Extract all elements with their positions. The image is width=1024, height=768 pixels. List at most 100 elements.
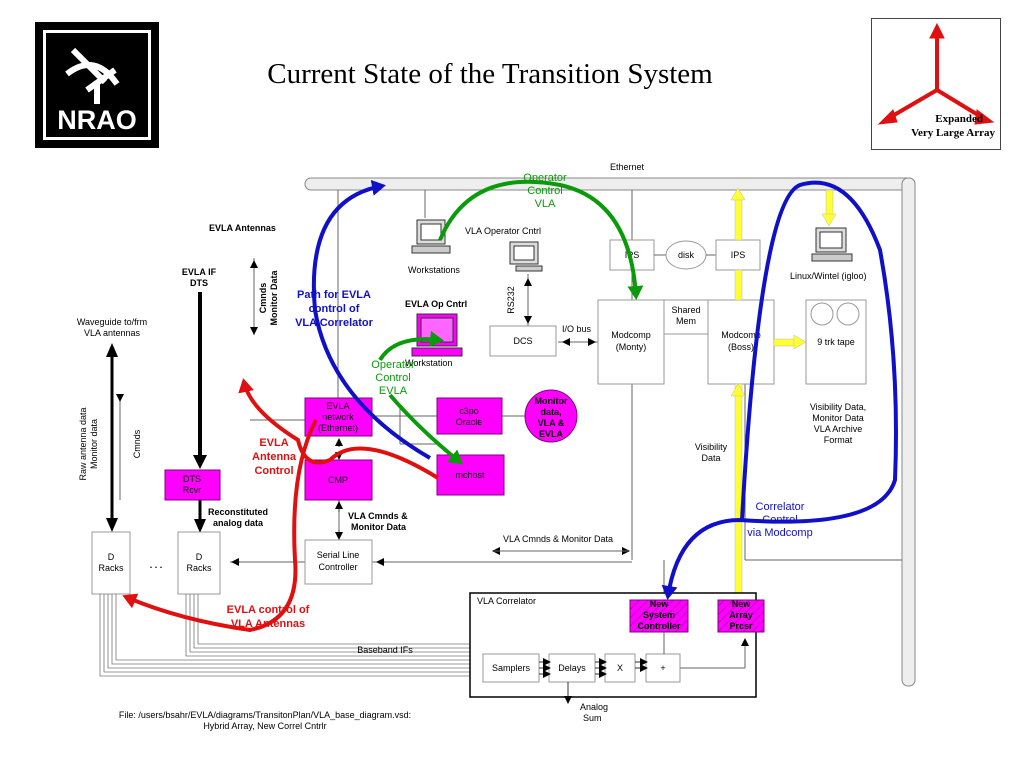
dts-rcvr-label-1: DTS bbox=[183, 474, 201, 484]
new-system-controller-label-2: System bbox=[643, 610, 675, 620]
analog-sum-label-2: Sum bbox=[583, 713, 602, 723]
vla-correlator-label: VLA Correlator bbox=[477, 596, 536, 606]
nrao-logo: NRAO bbox=[35, 22, 159, 148]
footer-line-2: Hybrid Array, New Correl Cntrlr bbox=[203, 721, 327, 731]
connection-lines bbox=[119, 190, 902, 600]
evla-antenna-control-label-3: Control bbox=[254, 465, 293, 477]
workstations-icon bbox=[411, 219, 451, 254]
visibility-data-label-2: Data bbox=[701, 453, 720, 463]
x-box bbox=[604, 653, 636, 683]
reconstituted-label-1: Reconstituted bbox=[208, 507, 268, 517]
shared-mem-box bbox=[663, 299, 709, 335]
dts-rcvr-box bbox=[164, 469, 221, 501]
d-racks-2-label-2: Racks bbox=[186, 563, 212, 573]
dots-label: . . . bbox=[150, 560, 163, 570]
path-evla-label-2: control of bbox=[309, 303, 360, 315]
new-system-controller-label-3: Controller bbox=[637, 621, 680, 631]
evla-if-dts-label-1: EVLA IF bbox=[182, 267, 217, 277]
shared-mem-label-1: Shared bbox=[671, 305, 700, 315]
d-racks-1-label-2: Racks bbox=[98, 563, 124, 573]
new-array-prcsr-label-2: Array bbox=[729, 610, 753, 620]
evla-network-label-3: (Ethernet) bbox=[318, 423, 358, 433]
monitor-data-circle bbox=[524, 389, 578, 443]
dcs-box bbox=[489, 325, 557, 357]
c3po-oracle-box bbox=[436, 397, 503, 435]
operator-control-evla-2: Control bbox=[375, 372, 410, 384]
disk-label: disk bbox=[678, 250, 695, 260]
footer-line-1: File: /users/bsahr/EVLA/diagrams/Transit… bbox=[118, 710, 412, 720]
serial-line-label-1: Serial Line bbox=[317, 550, 360, 560]
rs232-label: RS232 bbox=[506, 286, 516, 314]
evla-antennas-label: EVLA Antennas bbox=[209, 223, 276, 233]
operator-control-vla-3: VLA bbox=[535, 198, 556, 210]
new-array-prcsr-label-1: New bbox=[732, 599, 752, 609]
new-system-controller-box bbox=[629, 599, 689, 633]
evla-workstation-icon bbox=[411, 313, 463, 357]
ethernet-bus bbox=[304, 177, 916, 687]
d-racks-1-label-1: D bbox=[108, 552, 115, 562]
analog-sum-label-1: Analog bbox=[580, 702, 608, 712]
evla-antenna-control-label-2: Antenna bbox=[252, 451, 297, 463]
shared-mem-label-2: Mem bbox=[676, 316, 696, 326]
evla-logo: Expanded Very Large Array bbox=[871, 18, 1001, 150]
reconstituted-label-2: analog data bbox=[213, 518, 264, 528]
evla-logo-line1: Expanded bbox=[935, 113, 983, 125]
dts-rcvr-label-2: Rcvr bbox=[183, 485, 202, 495]
cmp-box bbox=[304, 459, 373, 501]
serial-line-controller-box bbox=[304, 539, 373, 585]
modcomp-monty-label-1: Modcomp bbox=[611, 330, 651, 340]
baseband-lines bbox=[99, 594, 480, 677]
cmp-label: CMP bbox=[328, 475, 348, 485]
vla-cmnds-bold-label-1: VLA Cmnds & bbox=[348, 511, 408, 521]
ips-label-1: IPS bbox=[625, 250, 640, 260]
new-array-prcsr-label-3: Prcsr bbox=[729, 621, 753, 631]
archive-label-3: VLA Archive bbox=[814, 424, 863, 434]
io-bus-label: I/O bus bbox=[562, 324, 592, 334]
cmnds-vertical-label: Cmnds bbox=[258, 283, 268, 314]
evla-network-box bbox=[304, 397, 373, 437]
new-system-controller-label-1: New bbox=[650, 599, 670, 609]
ethernet-label: Ethernet bbox=[610, 162, 645, 172]
evla-op-cntrl-label: EVLA Op Cntrl bbox=[405, 299, 467, 309]
evla-network-label-1: EVLA bbox=[326, 401, 349, 411]
archive-label-1: Visibility Data, bbox=[810, 402, 866, 412]
modcomp-monty-label-2: (Monty) bbox=[616, 342, 647, 352]
x-label: X bbox=[617, 663, 623, 673]
path-evla-label-1: Path for EVLA bbox=[297, 289, 371, 301]
ips-box-2 bbox=[715, 239, 761, 271]
serial-line-label-2: Controller bbox=[318, 562, 357, 572]
workstations-label: Workstations bbox=[408, 265, 460, 275]
archive-label-2: Monitor Data bbox=[812, 413, 864, 423]
c3po-label-2: Oracle bbox=[456, 417, 483, 427]
operator-control-evla-arrow bbox=[388, 393, 464, 465]
evla-antenna-control-label-1: EVLA bbox=[259, 437, 288, 449]
monitor-circle-label-1: Monitor bbox=[535, 396, 568, 406]
samplers-label: Samplers bbox=[492, 663, 531, 673]
raw-antenna-data-label: Raw antenna data bbox=[78, 407, 88, 480]
monitor-circle-label-4: EVLA bbox=[539, 429, 564, 439]
modcomp-boss-label-1: Modcomp bbox=[721, 330, 761, 340]
page-title: Current State of the Transition System bbox=[267, 58, 713, 90]
waveguide-label-1: Waveguide to/frm bbox=[77, 317, 147, 327]
vla-cmnds-monitor-label: VLA Cmnds & Monitor Data bbox=[503, 534, 613, 544]
c3po-label-1: c3po bbox=[459, 406, 479, 416]
evla-control-vla-label-1: EVLA control of bbox=[227, 604, 310, 616]
baseband-ifs-label: Baseband IFs bbox=[357, 645, 413, 655]
d-racks-2-label-1: D bbox=[196, 552, 203, 562]
operator-control-vla-arrow bbox=[438, 179, 644, 300]
evla-antenna-control-arrow bbox=[238, 378, 440, 480]
plus-label: + bbox=[660, 663, 665, 673]
delays-label: Delays bbox=[558, 663, 586, 673]
path-evla-correlator-arrow bbox=[311, 179, 432, 460]
path-evla-label-3: VLA Correlator bbox=[295, 317, 374, 329]
operator-control-vla-2: Control bbox=[527, 185, 562, 197]
vla-operator-terminal-icon bbox=[509, 241, 543, 272]
correlator-control-label-3: via Modcomp bbox=[747, 527, 812, 539]
new-array-prcsr-box bbox=[717, 599, 765, 633]
correlator-control-arrow bbox=[661, 180, 898, 600]
ips-label-2: IPS bbox=[731, 250, 746, 260]
operator-control-evla-3: EVLA bbox=[379, 385, 408, 397]
evla-if-dts-label-2: DTS bbox=[190, 278, 208, 288]
d-racks-box-1 bbox=[91, 531, 131, 595]
